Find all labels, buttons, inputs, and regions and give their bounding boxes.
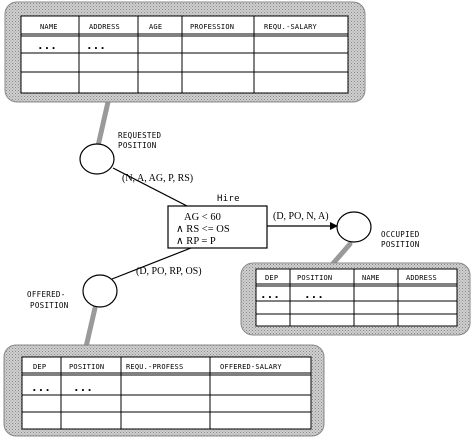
offered-row1-dep: ... (31, 381, 51, 394)
occupied-col-address: ADDRESS (406, 274, 437, 282)
hire-transition-name: Hire (217, 194, 240, 204)
occupied-position-label-line1: OCCUPIED (381, 230, 420, 239)
offered-table-grid (21, 356, 312, 430)
requested-table-link (95, 99, 111, 149)
offered-table-link (83, 305, 98, 350)
requested-col-requ-salary: REQU.-SALARY (264, 23, 318, 31)
occupied-row1-dep: ... (260, 288, 280, 301)
occupied-table: DEP POSITION NAME ADDRESS ... ... (240, 262, 471, 336)
requested-arc-label: (N, A, AG, P, RS) (122, 173, 193, 184)
occupied-col-position: POSITION (297, 274, 332, 282)
requested-row1-name: ... (37, 39, 57, 52)
offered-row1-position: ... (73, 381, 93, 394)
hire-guard-line-2: ∧ RS <= OS (176, 224, 230, 235)
requested-col-profession: PROFESSION (190, 23, 234, 31)
requested-position-label-line1: REQUESTED (118, 131, 162, 140)
requested-col-address: ADDRESS (89, 23, 120, 31)
occupied-arc-label: (D, PO, N, A) (273, 211, 329, 222)
requested-position-place[interactable] (79, 143, 115, 175)
occupied-col-dep: DEP (265, 274, 278, 282)
offered-col-offered-salary: OFFERED-SALARY (220, 363, 282, 371)
offered-position-place[interactable] (82, 274, 118, 308)
requested-table-grid (20, 15, 349, 94)
occupied-row1-position: ... (304, 288, 324, 301)
occupied-position-label-line2: POSITION (381, 240, 420, 249)
offered-col-dep: DEP (33, 363, 46, 371)
hire-guard-line-3: ∧ RP = P (176, 236, 216, 247)
offered-position-label-line2: POSITION (30, 301, 69, 310)
occupied-col-name: NAME (362, 274, 380, 282)
requested-row1-address: ... (86, 39, 106, 52)
offered-table: DEP POSITION REQU.-PROFESS OFFERED-SALAR… (3, 344, 325, 437)
offered-col-position: POSITION (69, 363, 104, 371)
requested-position-label-line2: POSITION (118, 141, 157, 150)
offered-arc-label: (D, PO, RP, OS) (136, 266, 202, 277)
hire-transition[interactable] (167, 205, 268, 249)
requested-col-name: NAME (40, 23, 58, 31)
offered-position-label-line1: OFFERED- (27, 290, 66, 299)
requested-col-age: AGE (149, 23, 162, 31)
offered-col-requ-profess: REQU.-PROFESS (126, 363, 183, 371)
requested-table: NAME ADDRESS AGE PROFESSION REQU.-SALARY… (4, 1, 366, 103)
hire-guard-line-1: AG < 60 (184, 212, 221, 223)
occupied-position-place[interactable] (336, 211, 372, 243)
